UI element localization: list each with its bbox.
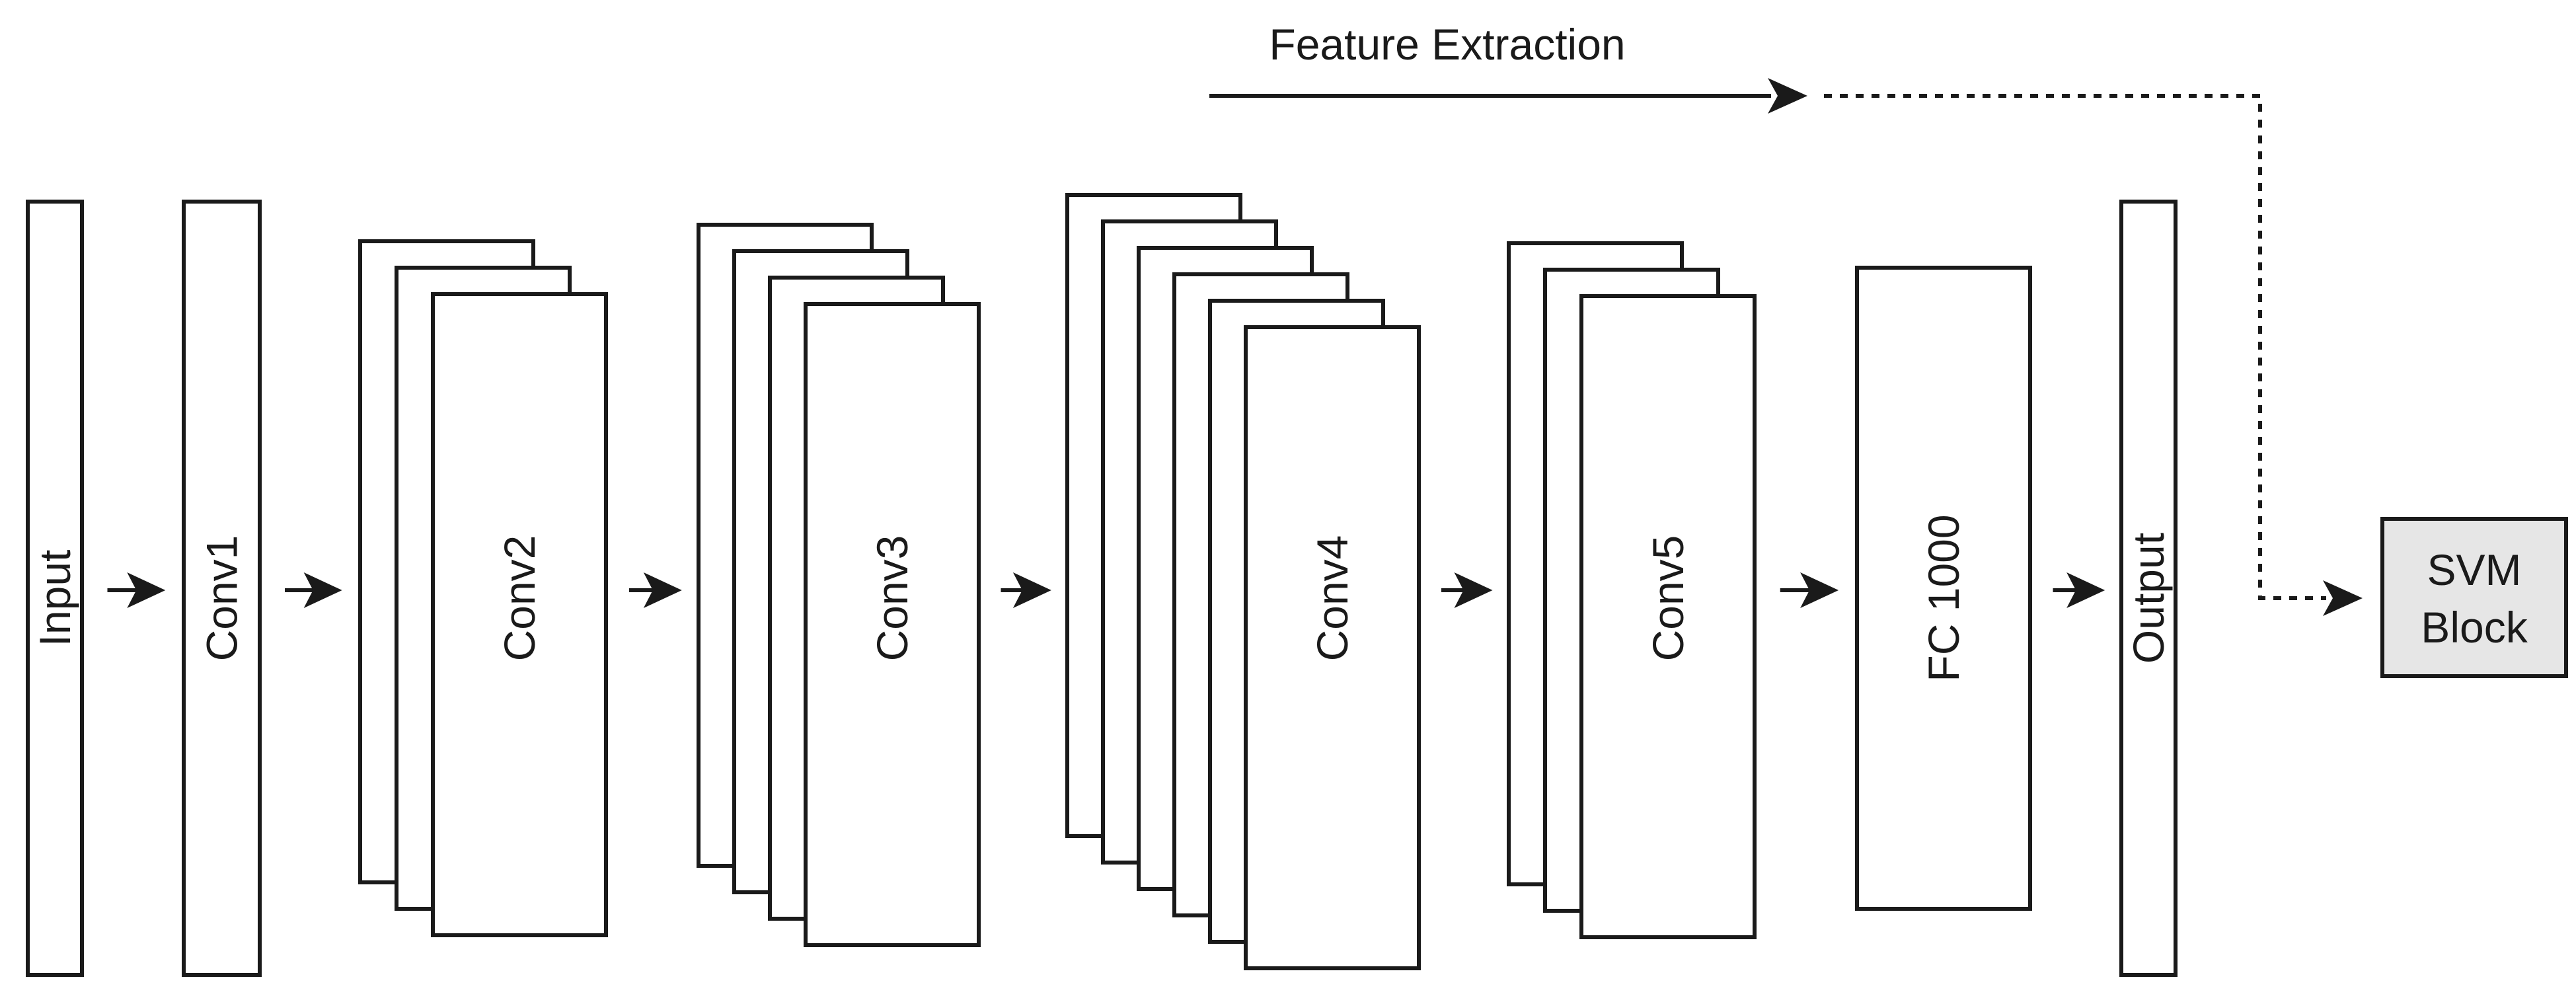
layer-output: Output (2119, 200, 2178, 977)
layer-conv4-label: Conv4 (1308, 535, 1357, 662)
layer-input-label: Input (30, 550, 79, 647)
feature-extraction-arrowhead (1768, 78, 1807, 114)
layer-conv5: Conv5 (1507, 241, 1757, 939)
layer-conv2-label: Conv2 (495, 535, 544, 662)
flow-arrowhead-fc1000-to-output (2066, 572, 2105, 608)
layer-conv5-sheet (1579, 294, 1757, 939)
layer-conv1-sheet (182, 200, 262, 977)
svm-dashed-connector (1824, 94, 2326, 600)
svm-block-label-line2: Block (2421, 603, 2528, 652)
layer-input: Input (26, 200, 84, 977)
layer-conv4: Conv4 (1065, 193, 1421, 970)
flow-arrowhead-conv3-to-conv4 (1012, 572, 1051, 608)
layers-group: Input Conv1 Conv2 Conv3 Conv4 Conv5 FC 1000 Out… (26, 193, 2178, 977)
layer-conv1: Conv1 (182, 200, 262, 977)
layer-fc1000-sheet (1855, 266, 2032, 911)
layer-conv2-sheet (431, 292, 608, 937)
layer-conv3-sheet (804, 302, 981, 947)
layer-fc1000: FC 1000 (1855, 266, 2032, 911)
flow-arrowhead-conv4-to-conv5 (1454, 572, 1493, 608)
layer-conv2: Conv2 (358, 239, 608, 937)
layer-conv3: Conv3 (697, 223, 981, 947)
layer-conv4-sheet (1244, 325, 1421, 970)
svm-block-box (2380, 517, 2568, 678)
flow-arrowhead-conv1-to-conv2 (303, 572, 342, 608)
layer-conv5-label: Conv5 (1644, 535, 1692, 662)
svm-block: SVM Block (2380, 517, 2568, 678)
flow-arrowhead-conv2-to-conv3 (643, 572, 682, 608)
flow-arrowhead-conv5-to-fc1000 (1800, 572, 1839, 608)
feature-extraction-label: Feature Extraction (1269, 20, 1625, 69)
flow-arrows-group (107, 572, 2105, 608)
svm-dashed-arrowhead (2323, 580, 2363, 616)
layer-fc1000-label: FC 1000 (1919, 514, 1968, 681)
layer-conv1-label: Conv1 (198, 535, 246, 662)
layer-conv3-label: Conv3 (868, 535, 917, 662)
layer-input-sheet (26, 200, 84, 977)
layer-output-sheet (2119, 200, 2178, 977)
svm-block-label-line1: SVM (2427, 545, 2521, 594)
layer-output-label: Output (2124, 533, 2173, 664)
flow-arrowhead-input-to-conv1 (127, 572, 166, 608)
